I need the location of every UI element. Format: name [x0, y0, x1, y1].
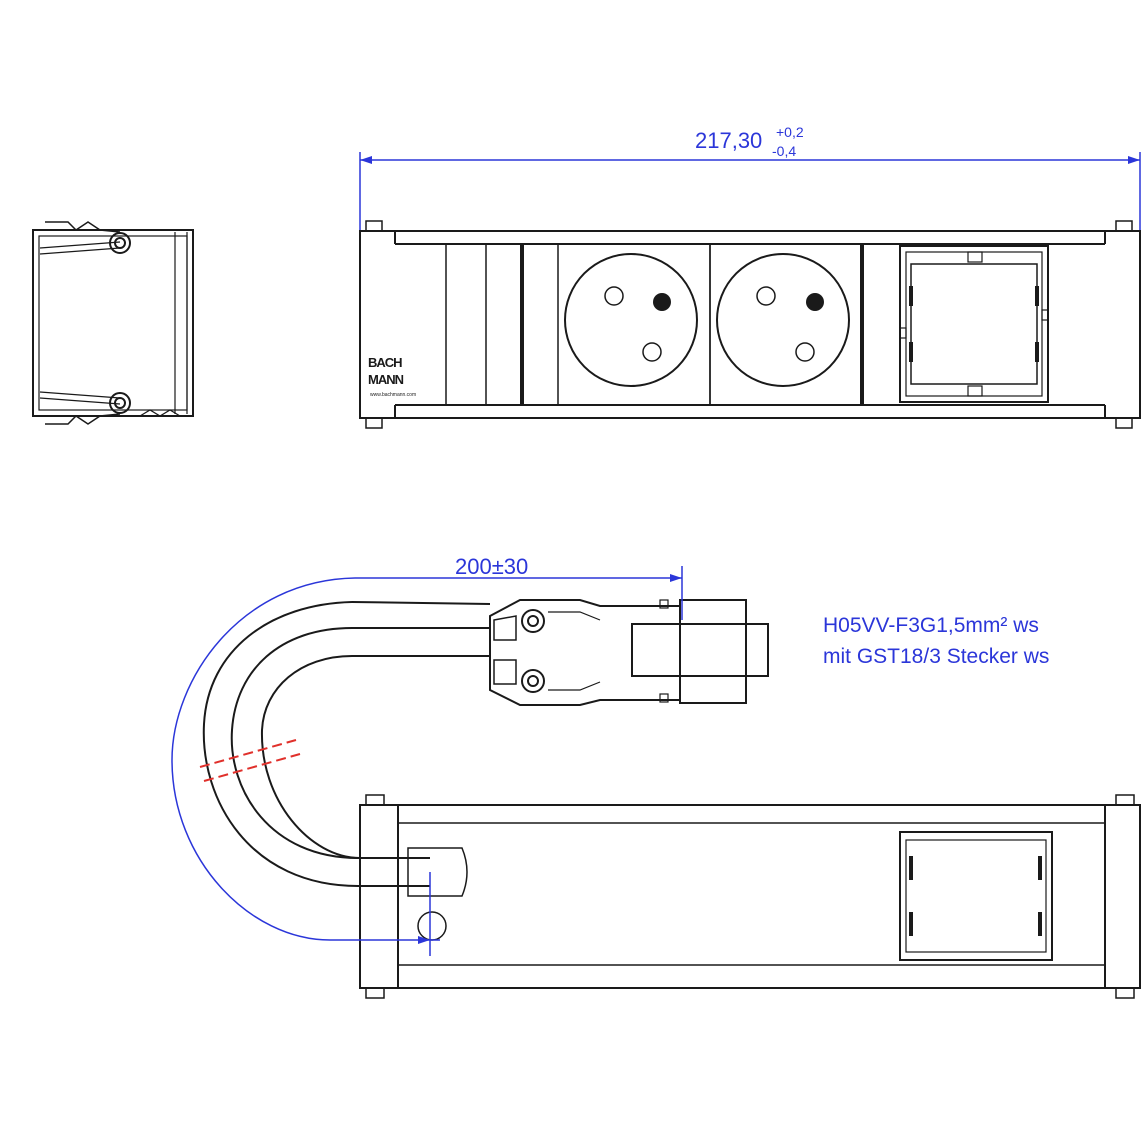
front-view: BACH MANN www.bachmann.com — [359, 220, 1141, 429]
logo-line1: BACH — [368, 355, 402, 370]
length-tolerance-plus: +0,2 — [776, 124, 804, 140]
length-tolerance-minus: -0,4 — [772, 143, 796, 159]
cable-length-dimension — [171, 566, 683, 956]
logo-line2: MANN — [368, 372, 404, 387]
cable-spec-line2: mit GST18/3 Stecker ws — [823, 645, 1049, 668]
cable-break-mark — [199, 739, 301, 782]
length-value: 217,30 — [695, 128, 762, 153]
length-dimension — [359, 152, 1141, 230]
top-view — [202, 599, 1141, 999]
cable-length-value: 200±30 — [455, 554, 528, 579]
logo-url: www.bachmann.com — [370, 392, 416, 398]
cable-spec-line1: H05VV-F3G1,5mm² ws — [823, 614, 1039, 637]
side-view — [32, 221, 194, 425]
